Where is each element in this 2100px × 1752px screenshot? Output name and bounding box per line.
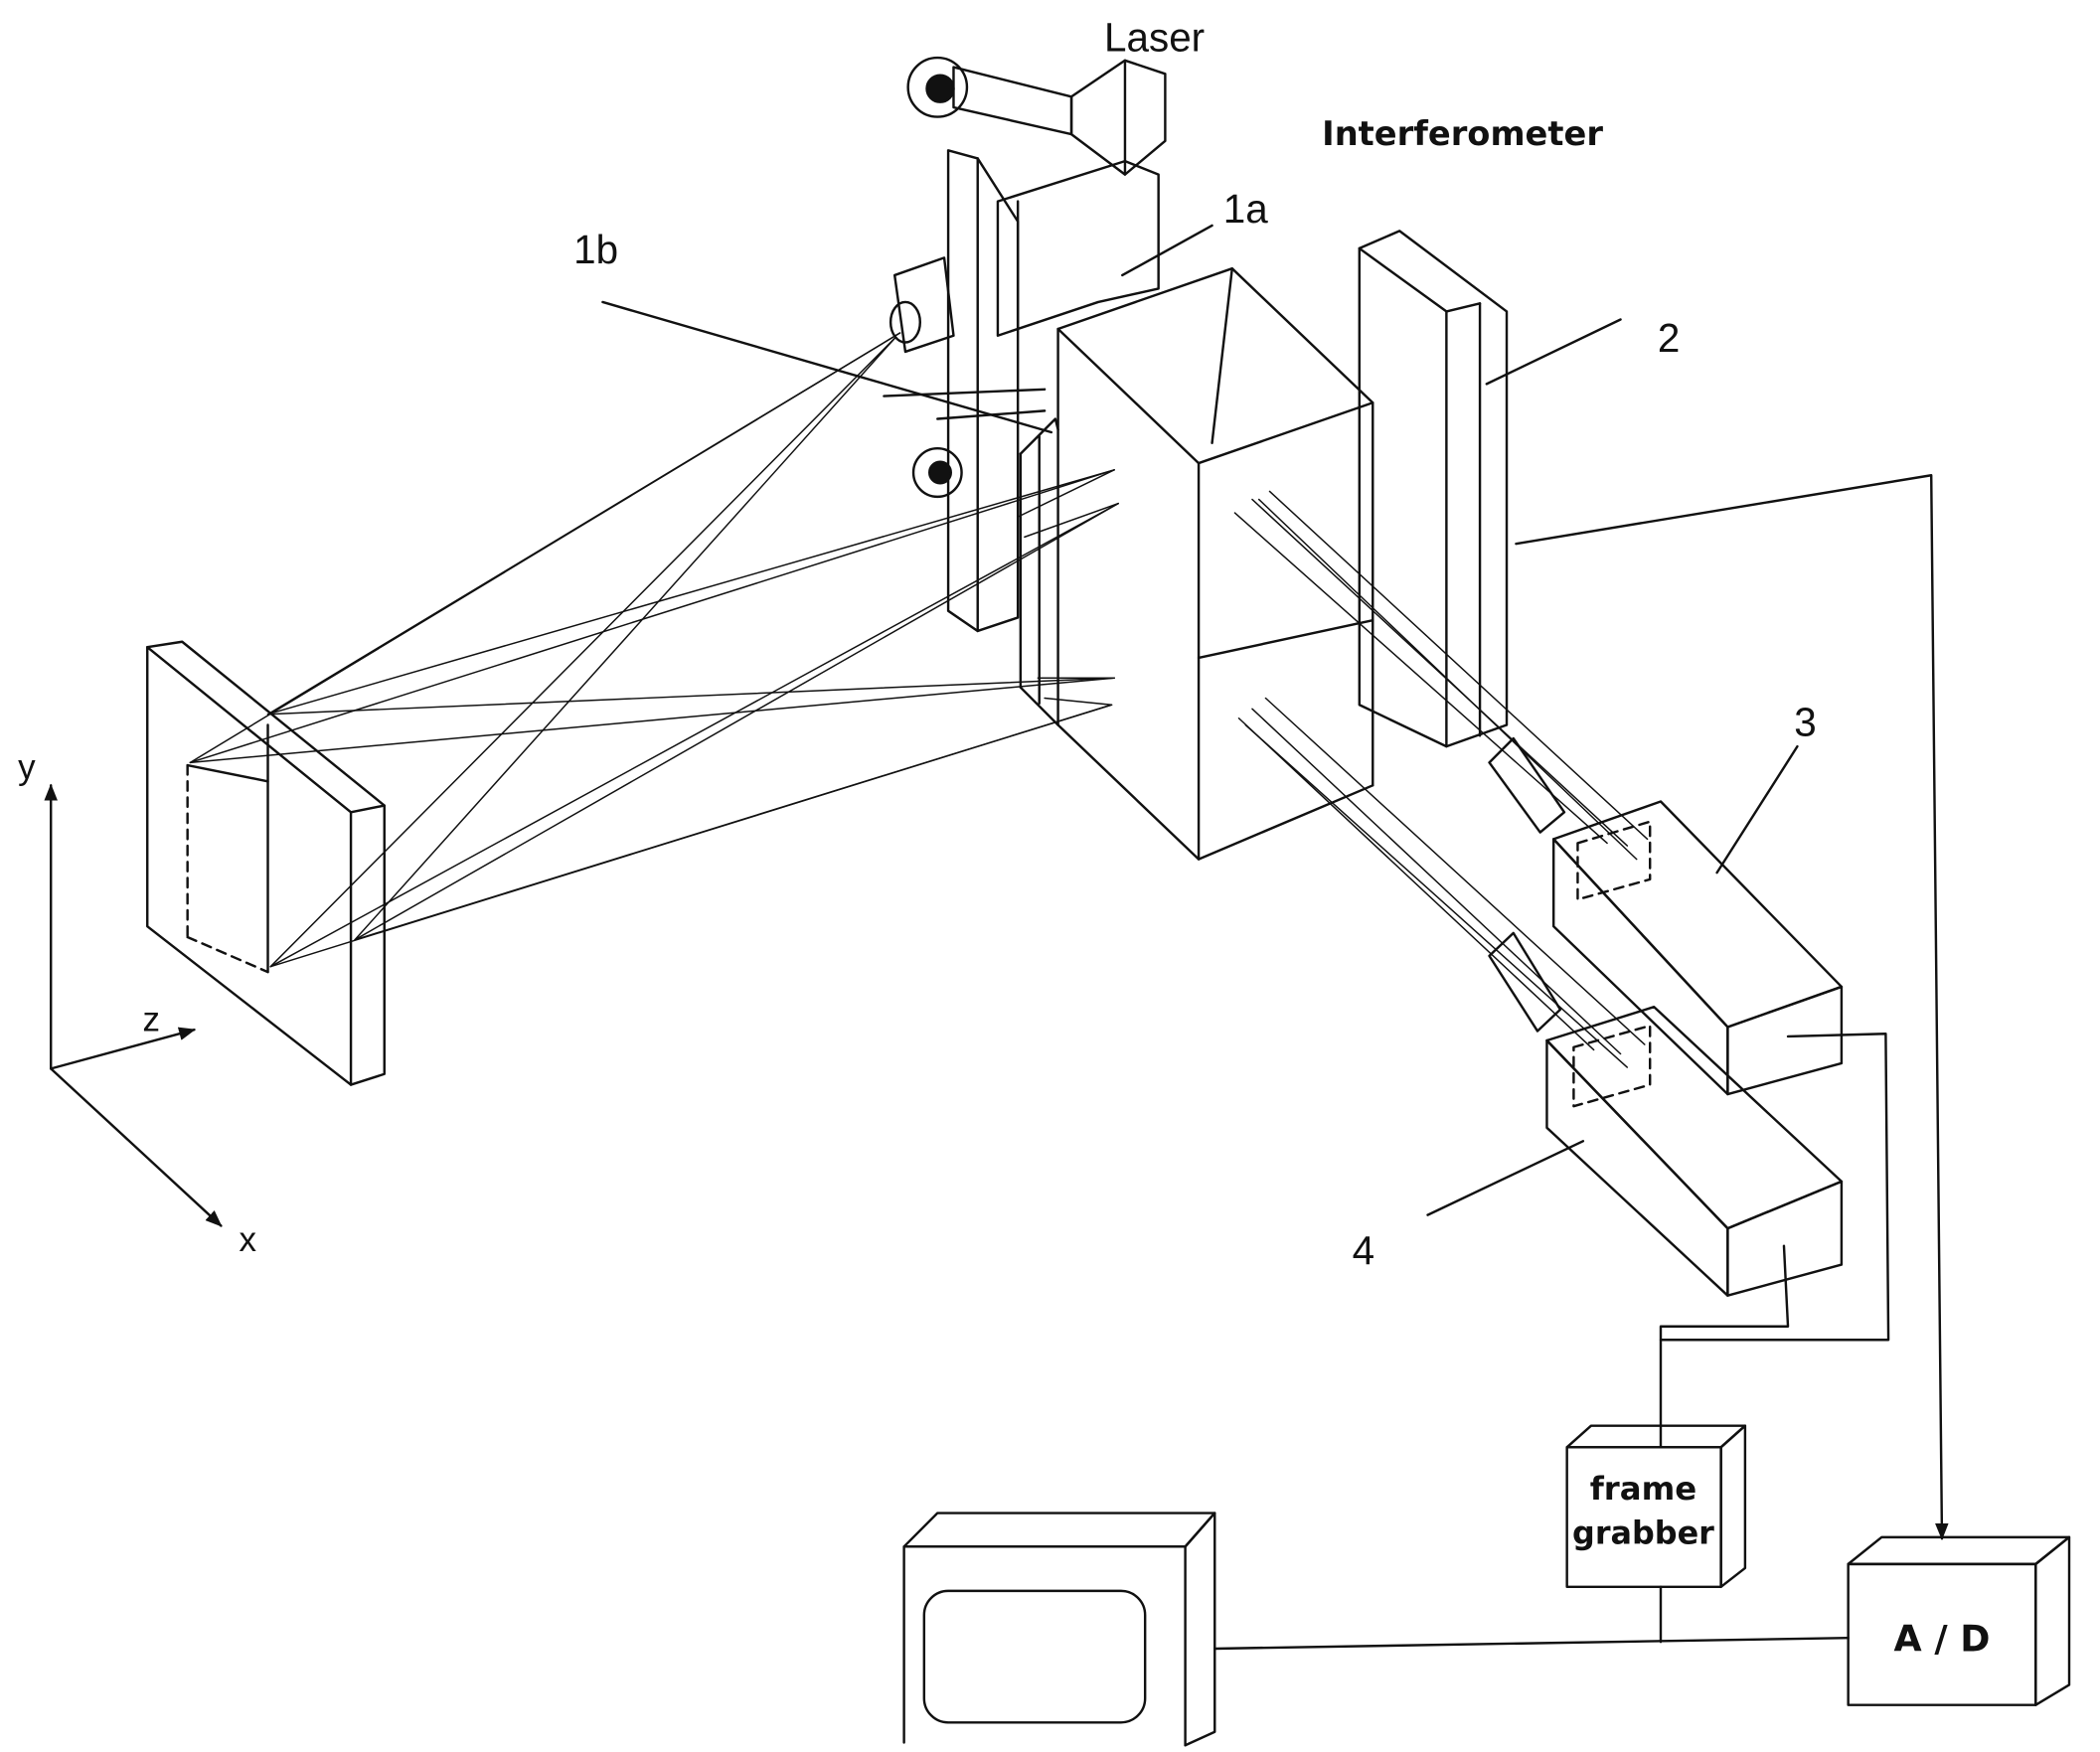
camera-3-sensor	[1576, 820, 1652, 901]
label-axis-y: y	[18, 748, 36, 787]
label-frame-grabber-line1: frame	[1590, 1470, 1696, 1508]
interferometer-plate-cap	[1445, 302, 1482, 313]
labels: Laser Interferometer 1a 1b 2 3 4 y z x f…	[18, 14, 1990, 1660]
interferometer-plate-edge	[1358, 230, 1509, 748]
beam	[354, 502, 1119, 941]
monitor-top	[902, 1512, 1216, 1548]
label-axis-z: z	[143, 1000, 161, 1038]
wire-interferometer-to-ad	[1515, 474, 1949, 1540]
laser-prism	[1069, 59, 1167, 176]
label-2: 2	[1658, 315, 1680, 361]
label-1b: 1b	[573, 227, 618, 272]
leader-lines	[601, 224, 1799, 1216]
leader-line-4	[1426, 1140, 1585, 1216]
wire-camera-4-to-frame-grabber	[1659, 1244, 1790, 1449]
label-axis-x: x	[240, 1220, 257, 1259]
ad-converter-side	[2034, 1535, 2071, 1706]
beam-to-camera-3	[1268, 490, 1649, 841]
beam	[189, 332, 901, 764]
laser-assembly	[883, 56, 1167, 633]
camera-4-sensor	[1572, 1024, 1652, 1108]
beam	[266, 469, 1115, 716]
label-4: 4	[1353, 1228, 1374, 1274]
beam	[266, 677, 1115, 716]
beam-splitter-cube	[1019, 266, 1374, 861]
leader-line-1a	[1121, 224, 1213, 277]
camera-3-lens	[1488, 736, 1566, 834]
lens-holder	[892, 256, 955, 354]
laser-tube	[952, 66, 1073, 136]
leader-line-1b	[601, 300, 1053, 434]
lens-1b	[888, 300, 921, 344]
camera-4-lens	[1488, 931, 1562, 1033]
object-plate-inner-bottom	[186, 935, 269, 974]
front-thin-plate	[1019, 417, 1059, 455]
object-plate-inner-top	[186, 763, 269, 783]
label-ad-converter: A / D	[1893, 1618, 1990, 1661]
camera-3-end	[1726, 985, 1844, 1096]
monitor-side	[1184, 1512, 1216, 1747]
cube-division	[1197, 618, 1374, 660]
object-plate	[146, 640, 386, 1086]
interferometer-plate	[1358, 230, 1509, 748]
laser-knob-center	[925, 74, 955, 103]
camera-4-end	[1726, 1180, 1844, 1297]
signal-wires	[1213, 474, 1949, 1651]
label-3: 3	[1794, 699, 1816, 744]
coordinate-axes	[44, 783, 223, 1227]
beam-to-camera-4	[1244, 723, 1629, 1068]
leader-line-3	[1715, 744, 1799, 875]
camera-3	[1488, 736, 1844, 1096]
camera-3-side	[1551, 838, 1729, 1096]
wire-camera-3-to-frame-grabber	[1659, 1033, 1890, 1342]
beam	[269, 502, 1119, 968]
prism-edge	[1211, 266, 1233, 445]
cube-top-face	[1056, 266, 1374, 465]
monitor	[902, 1512, 1216, 1747]
label-frame-grabber-line2: grabber	[1572, 1514, 1714, 1552]
beam	[269, 704, 1113, 968]
z-axis	[49, 1027, 197, 1070]
beam	[354, 337, 895, 941]
beam-lines	[189, 332, 1649, 1068]
laser-mount-bar	[946, 149, 979, 633]
leader-line-2	[1485, 318, 1622, 386]
frame-grabber-side	[1719, 1424, 1747, 1589]
ad-converter-top	[1847, 1535, 2071, 1566]
beam-to-camera-3	[1257, 498, 1638, 861]
monitor-front	[902, 1545, 1187, 1747]
cube-bottom-edge	[1056, 723, 1374, 861]
beam	[189, 469, 1115, 764]
laser-mount-bar-side	[976, 157, 1020, 633]
beam-to-camera-4	[1237, 717, 1595, 1051]
beam	[1017, 469, 1115, 518]
beam	[269, 337, 895, 968]
object-plate-cap	[349, 804, 386, 814]
beam	[189, 677, 1115, 764]
beam-to-camera-4	[1251, 708, 1622, 1055]
front-thin-plate-bottom	[1019, 686, 1059, 726]
beam-expander-1a	[996, 159, 1160, 337]
label-1a: 1a	[1223, 186, 1268, 232]
camera-4	[1488, 931, 1844, 1297]
frame-grabber-top	[1565, 1424, 1747, 1449]
mount-bracket	[883, 388, 1047, 398]
label-laser: Laser	[1104, 14, 1205, 60]
x-axis	[49, 1067, 223, 1227]
beam	[1044, 697, 1113, 706]
frame-grabber-box	[1565, 1424, 1747, 1589]
beam-to-camera-3	[1233, 512, 1608, 845]
object-plate-front	[146, 645, 353, 1086]
wire-monitor-to-ad	[1213, 1636, 1850, 1651]
laser-knob	[906, 56, 969, 118]
ad-converter-box	[1847, 1535, 2071, 1706]
label-interferometer: Interferometer	[1322, 114, 1603, 153]
lower-knob-center	[928, 460, 952, 485]
lower-knob	[911, 447, 963, 499]
monitor-screen	[922, 1589, 1147, 1724]
beam-to-camera-4	[1264, 697, 1646, 1045]
